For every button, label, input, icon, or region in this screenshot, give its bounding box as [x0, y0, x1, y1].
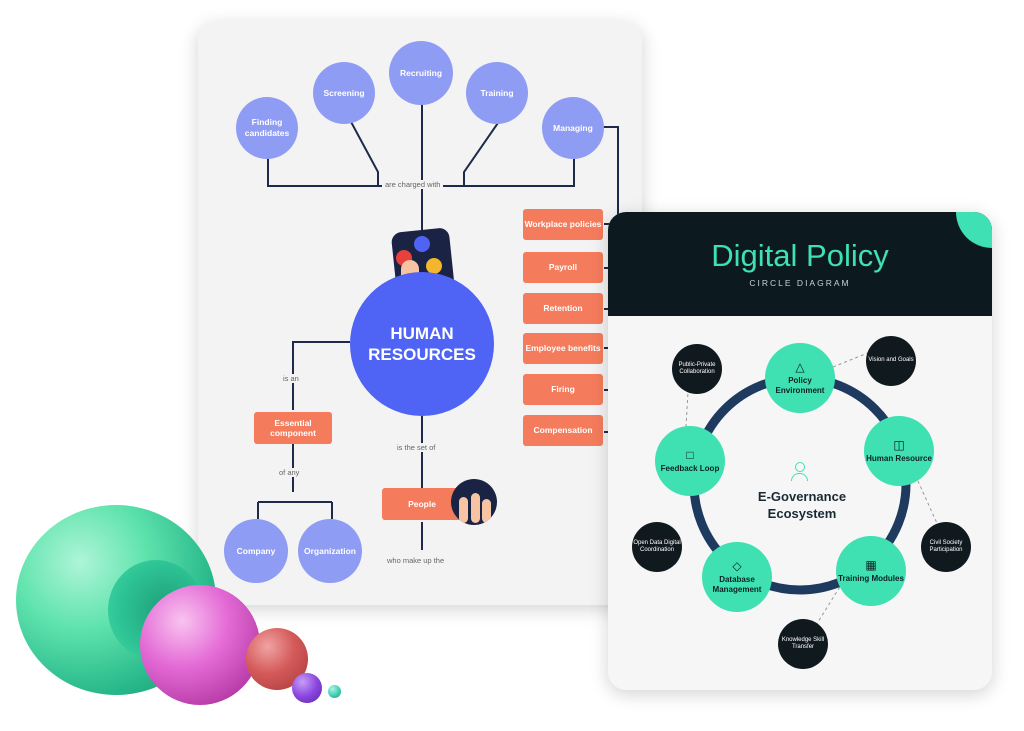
node-label: Human Resource	[866, 453, 932, 463]
node-human-resource: ◫ Human Resource	[864, 416, 934, 486]
hr-mind-map-card: are charged with is an of any is the set…	[198, 22, 642, 605]
bubble-training: Training	[466, 62, 528, 124]
label-of-any: of any	[276, 468, 303, 477]
label-is-an: is an	[280, 374, 302, 383]
teal-sphere-decoration	[328, 685, 341, 698]
label-are-charged-with: are charged with	[382, 180, 444, 189]
bubble-organization: Organization	[298, 519, 362, 583]
user-avatar-icon	[426, 258, 442, 274]
box-workplace-policies: Workplace policies	[523, 209, 603, 240]
bubble-company: Company	[224, 519, 288, 583]
bubble-finding-candidates: Finding candidates	[236, 97, 298, 159]
satellite-public-private-collaboration: Public-Private Collaboration	[672, 344, 722, 394]
bubble-managing: Managing	[542, 97, 604, 159]
bubble-screening: Screening	[313, 62, 375, 124]
raised-hands-icon	[451, 479, 497, 525]
satellite-open-data-digital-coordination: Open Data Digital Coordination	[632, 522, 682, 572]
document-icon: ◫	[893, 437, 905, 452]
chart-icon: ▦	[865, 557, 877, 572]
box-essential-component: Essential component	[254, 412, 332, 444]
label-is-the-set-of: is the set of	[394, 443, 439, 452]
node-feedback-loop: □ Feedback Loop	[655, 426, 725, 496]
triad-icon: △	[795, 359, 805, 374]
node-database-management: ◇ Database Management	[702, 542, 772, 612]
node-training-modules: ▦ Training Modules	[836, 536, 906, 606]
digital-policy-title: Digital Policy	[711, 238, 889, 273]
hub-human-resources: HUMAN RESOURCES	[350, 272, 494, 416]
label-who-make-up-the: who make up the	[384, 556, 448, 565]
digital-policy-subtitle: CIRCLE DIAGRAM	[749, 278, 851, 288]
box-payroll: Payroll	[523, 252, 603, 283]
node-policy-environment: △ Policy Environment	[765, 343, 835, 413]
node-label: Training Modules	[838, 573, 904, 583]
user-avatar-icon	[414, 236, 430, 252]
purple-sphere-decoration	[292, 673, 322, 703]
person-icon	[790, 462, 808, 482]
node-label: Policy Environment	[775, 375, 825, 395]
box-retention: Retention	[523, 293, 603, 324]
pink-sphere-decoration	[140, 585, 260, 705]
digital-policy-header	[608, 212, 992, 316]
ecosystem-center-label: E-Governance Ecosystem	[757, 489, 847, 521]
digital-policy-card: Digital Policy CIRCLE DIAGRAM E-Governan…	[608, 212, 992, 690]
node-label: Feedback Loop	[660, 463, 720, 473]
satellite-civil-society-participation: Civil Society Participation	[921, 522, 971, 572]
box-employee-benefits: Employee benefits	[523, 333, 603, 364]
box-compensation: Compensation	[523, 415, 603, 446]
box-firing: Firing	[523, 374, 603, 405]
layers-icon: ◇	[732, 558, 742, 573]
satellite-knowledge-skill-transfer: Knowledge Skill Transfer	[778, 619, 828, 669]
bubble-recruiting: Recruiting	[389, 41, 453, 105]
node-label: Database Management	[712, 574, 762, 594]
box-people: People	[382, 488, 462, 520]
chat-icon: □	[686, 447, 694, 462]
satellite-vision-and-goals: Vision and Goals	[866, 336, 916, 386]
